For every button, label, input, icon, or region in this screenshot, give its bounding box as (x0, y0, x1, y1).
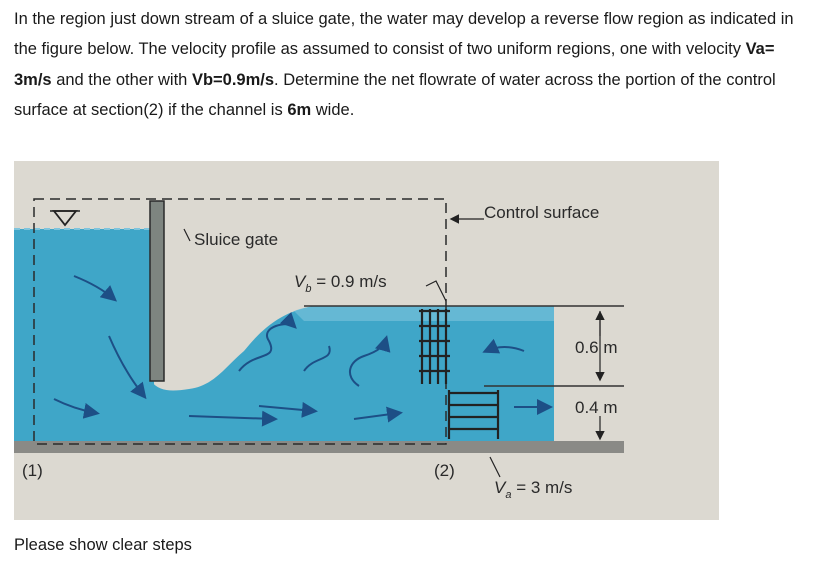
flow-arrow-4 (188, 410, 278, 427)
problem-text-4: wide. (311, 101, 355, 120)
va-leader (489, 456, 501, 478)
velocity-profile-upper (419, 309, 450, 384)
flow-arrow-5 (258, 401, 318, 418)
surface-band (294, 306, 554, 321)
section-1-label: (1) (22, 461, 43, 480)
flow-arrow-3 (53, 398, 100, 419)
vb-label: Vb = 0.9 m/s (294, 272, 387, 295)
va-label-sub: a (505, 489, 511, 501)
vb-value: Vb=0.9m/s (191, 70, 275, 89)
problem-text-1: In the region just down stream of a slui… (14, 10, 794, 59)
va-label: Va = 3 m/s (494, 478, 572, 501)
vb-label-v: V (294, 272, 307, 291)
problem-text-2: and the other with (51, 70, 192, 89)
figure-diagram: Control surface Sluice gate Vb = 0.9 m/s… (14, 161, 719, 520)
va-label-v: V (494, 478, 507, 497)
sluice-gate-leader (183, 228, 191, 242)
reverse-flow-arrow (482, 338, 525, 354)
sluice-gate (149, 200, 165, 382)
vb-label-val: = 0.9 m/s (311, 272, 386, 291)
flow-arrow-1 (73, 275, 118, 302)
sluice-gate-label: Sluice gate (194, 230, 278, 249)
control-volume-boundary (33, 198, 447, 445)
section-2-label: (2) (434, 461, 455, 480)
va-label-val: = 3 m/s (511, 478, 572, 497)
channel-bed (14, 441, 624, 453)
velocity-profile-lower (447, 390, 500, 439)
swirl-1 (238, 311, 297, 372)
flow-arrow-6 (353, 406, 403, 423)
dim-lower-label: 0.4 m (575, 398, 618, 417)
control-surface-label: Control surface (484, 203, 599, 222)
channel-width-value: 6m (287, 101, 312, 120)
dim-upper-label: 0.6 m (575, 338, 618, 357)
vb-leader (425, 280, 447, 302)
vb-label-sub: b (305, 283, 311, 295)
va-value: Va= 3m/s (14, 40, 775, 89)
problem-text-3: . Determine the net flowrate of water ac… (14, 70, 776, 120)
flow-arrow-2 (108, 335, 147, 400)
upstream-water (14, 229, 154, 441)
problem-statement: In the region just down stream of a slui… (14, 4, 810, 126)
footer-note: Please show clear steps (14, 536, 192, 554)
swirl-2 (303, 345, 331, 372)
sluice-gate-figure: Control surface Sluice gate Vb = 0.9 m/s… (14, 161, 719, 520)
swirl-3 (349, 335, 391, 387)
